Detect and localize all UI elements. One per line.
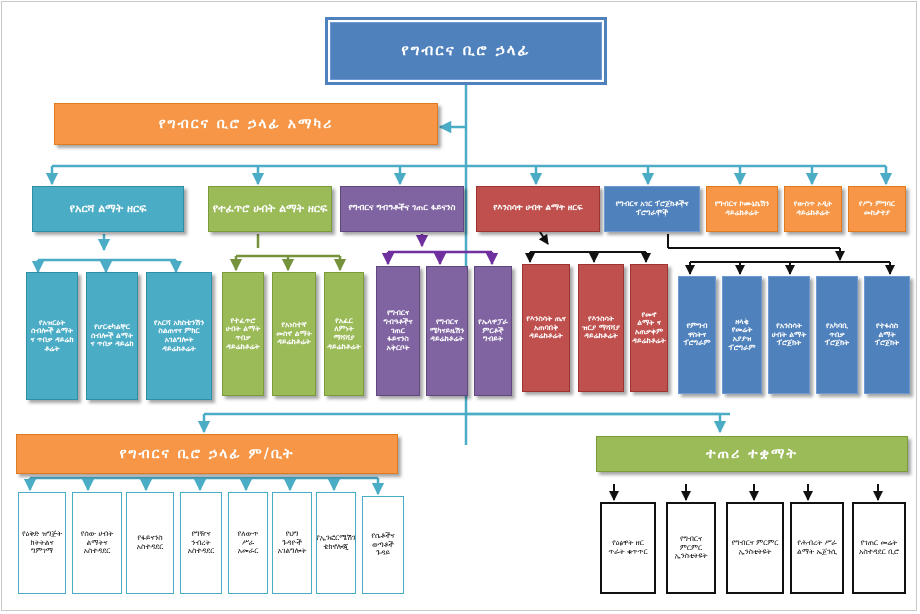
sector-projects: የግብርና አገር ፕሮጀክቶችና ፕሮግራሞች [604,186,700,232]
sector-label: የግብርና ኮሙኒኬሽን ዳይሬክቶሬት [714,199,770,217]
project-unit: የምግብ ዋስትና ፕሮግራም [678,276,716,394]
livestock-unit: የእንስሳት ጤና አጠባበቅ ዳይሬክቶሬት [522,264,570,392]
sector-label: የውስጥ ኦዲት ዳይሬክቶሬት [793,199,833,217]
unit-label: የግብርና ምርምር ኢንስቲትዩት [674,534,708,561]
support-unit: የፋይናንስ አስተዳደር [126,492,174,594]
agencies-head-label: ተጠሪ ተቋማት [706,445,798,462]
unit-label: የግብርና ግብዓቶችና ገጠር ፋይናንስ አቅርቦት [383,308,413,352]
inputs-unit: የግብርና ግብዓቶችና ገጠር ፋይናንስ አቅርቦት [376,266,420,396]
unit-label: የምግብ ዋስትና ፕሮግራም [683,321,711,348]
unit-label: የፋይናንስ አስተዳደር [136,533,164,551]
advisor-node: የግብርና ቢሮ ኃላፊ አማካሪ [54,103,438,145]
unit-label: የግዥና ንብረት አስተዳደር [187,529,215,556]
sector-label: የሥነ ምግባር መከታተያ [858,199,896,217]
support-head-label: የግብርና ቢሮ ኃላፊ ም/ቢት [119,445,295,462]
support-unit: የሰው ሀብት ልማትና አስተዳደር [72,492,122,594]
unit-label: የግብርና ሜካናይዜሽን ዳይሬክቶሬት [429,317,465,344]
unit-label: የተፋሰስ ልማት ፕሮጀክት [874,321,900,348]
root-label: የግብርና ቢሮ ኃላፊ [401,41,531,60]
sector-livestock: የእንስሳት ሀብት ልማት ዘርፍ [476,186,600,232]
unit-label: የእንስሳት ጤና አጠባበቅ ዳይሬክቶሬት [526,314,566,341]
unit-label: ዘላቂ የመሬት አያያዝ ፕሮግራም [728,316,756,352]
unit-label: የእንስሳት ዝርያ ማሻሻያ ዳይሬክቶሬት [582,314,620,341]
support-unit: የኢንፎርሜሽን ቴክኖሎጂ [316,492,356,594]
sector-communication: የግብርና ኮሙኒኬሽን ዳይሬክቶሬት [706,186,778,232]
sector-natural-resource: የተፈጥሮ ሀብት ልማት ዘርፍ [208,186,332,232]
unit-label: የሰው ሀብት ልማትና አስተዳደር [80,529,114,556]
unit-label: የተፈጥሮ ሀብት ልማት ጥበቃ ዳይሬክቶሬት [225,315,261,351]
natural-resource-unit: የአነስተኛ መስኖ ልማት ዳይሬክቶሬት [272,272,316,396]
support-unit: የህግ ጉዳዮች አገልግሎት [272,492,312,594]
crop-unit: የአርሻ አክስቴንሽን ስልጠናና ምክር አገልግሎት ዳይሬክቶሬት [146,272,212,400]
sector-ethics: የሥነ ምግባር መከታተያ [848,186,906,232]
advisor-label: የግብርና ቢሮ ኃላፊ አማካሪ [158,115,334,132]
livestock-unit: የመኖ ልማት ና አጠቃቀም ዳይሬክቶሬት [630,264,668,392]
unit-label: የሴቶችና ወጣቶች ጉዳይ [371,531,395,558]
inputs-unit: የግብርና ሜካናይዜሽን ዳይሬክቶሬት [426,266,468,396]
unit-label: የአካባቢ ጥበቃ ፕሮጀክት [824,321,850,348]
project-unit: ዘላቂ የመሬት አያያዝ ፕሮግራም [722,276,762,394]
project-unit: የአካባቢ ጥበቃ ፕሮጀክት [816,276,858,394]
unit-label: የኢንፎርሜሽን ቴክኖሎጂ [316,533,356,551]
support-head-node: የግብርና ቢሮ ኃላፊ ም/ቢት [16,434,398,474]
inputs-unit: የኤላዋፓራ ምርቶች ግብይት [474,266,512,396]
root-node: የግብርና ቢሮ ኃላፊ [325,17,607,85]
natural-resource-unit: የተፈጥሮ ሀብት ልማት ጥበቃ ዳይሬክቶሬት [222,272,264,396]
agency-unit: የግብርና ምርምር ኢንስቲትዩት [666,502,716,594]
crop-unit: የአዝርዕት ሰብሎች ልማት ና ጥበቃ ዳይሬክ ቶሬት [26,272,78,400]
unit-label: የኤላዋፓራ ምርቶች ግብይት [478,317,508,344]
unit-label: የአዝርዕት ሰብሎች ልማት ና ጥበቃ ዳይሬክ ቶሬት [30,317,74,353]
project-unit: የአንስሳት ሀብት ልማት ፕሮጀክት [768,276,810,394]
unit-label: የዕፅዋት ዘር ጥራት ቁጥጥር [608,538,648,556]
unit-label: የአንስሳት ሀብት ልማት ፕሮጀክት [771,321,807,348]
agency-unit: የሕብረት ሥራ ልማት ኤጀንሲ [790,502,844,594]
unit-label: የገጠር መሬት አስተዳደር ቢሮ [858,538,900,556]
natural-resource-unit: የአፈር ለምነት ማሻሻያ ዳይሬክቶሬት [324,272,364,396]
support-unit: የዕቅድ ዝግጅት ክትትልና ግምገማ [18,492,66,594]
agency-unit: የዕፅዋት ዘር ጥራት ቁጥጥር [600,502,656,594]
unit-label: የሕብረት ሥራ ልማት ኤጀንሲ [796,538,838,556]
sector-label: የግብርና አገር ፕሮጀክቶችና ፕሮግራሞች [615,199,689,217]
project-unit: የተፋሰስ ልማት ፕሮጀክት [864,276,910,394]
unit-label: የአነስተኛ መስኖ ልማት ዳይሬክቶሬት [276,320,312,347]
sector-label: የእንስሳት ሀብት ልማት ዘርፍ [493,203,583,214]
sector-audit: የውስጥ ኦዲት ዳይሬክቶሬት [784,186,842,232]
unit-label: የአፈር ለምነት ማሻሻያ ዳይሬክቶሬት [327,315,361,351]
sector-label: የተፈጥሮ ሀብት ልማት ዘርፍ [212,201,328,215]
agency-unit: የግብርና ምርምር ኢንስቲትዩት [726,502,784,594]
unit-label: የህግ ጉዳዮች አገልግሎት [277,529,307,556]
livestock-unit: የእንስሳት ዝርያ ማሻሻያ ዳይሬክቶሬት [578,264,624,392]
unit-label: የአርሻ አክስቴንሽን ስልጠናና ምክር አገልግሎት ዳይሬክቶሬት [153,317,205,353]
support-unit: የሴቶችና ወጣቶች ጉዳይ [362,496,404,594]
sector-label: የአርሻ ልማት ዘርፍ [69,201,147,215]
sector-crop: የአርሻ ልማት ዘርፍ [32,186,184,232]
crop-unit: የሆርቲካልቸር ሰብሎች ልማት ና ጥበቃ ዳይሬክ [86,272,138,400]
unit-label: የለውጥ ሥራ አመራር [237,529,259,556]
sector-inputs-finance: የግብርና ግብዓቶችና ገጠር ፋይናንስ [340,186,464,232]
unit-label: የሆርቲካልቸር ሰብሎች ልማት ና ጥበቃ ዳይሬክ [90,322,134,349]
unit-label: የግብርና ምርምር ኢንስቲትዩት [731,538,779,556]
agencies-head-node: ተጠሪ ተቋማት [596,436,908,472]
support-unit: የለውጥ ሥራ አመራር [228,492,268,594]
unit-label: የመኖ ልማት ና አጠቃቀም ዳይሬክቶሬት [632,309,666,345]
sector-label: የግብርና ግብዓቶችና ገጠር ፋይናንስ [348,203,456,214]
unit-label: የዕቅድ ዝግጅት ክትትልና ግምገማ [21,529,63,556]
agency-unit: የገጠር መሬት አስተዳደር ቢሮ [852,502,906,594]
support-unit: የግዥና ንብረት አስተዳደር [180,492,222,594]
